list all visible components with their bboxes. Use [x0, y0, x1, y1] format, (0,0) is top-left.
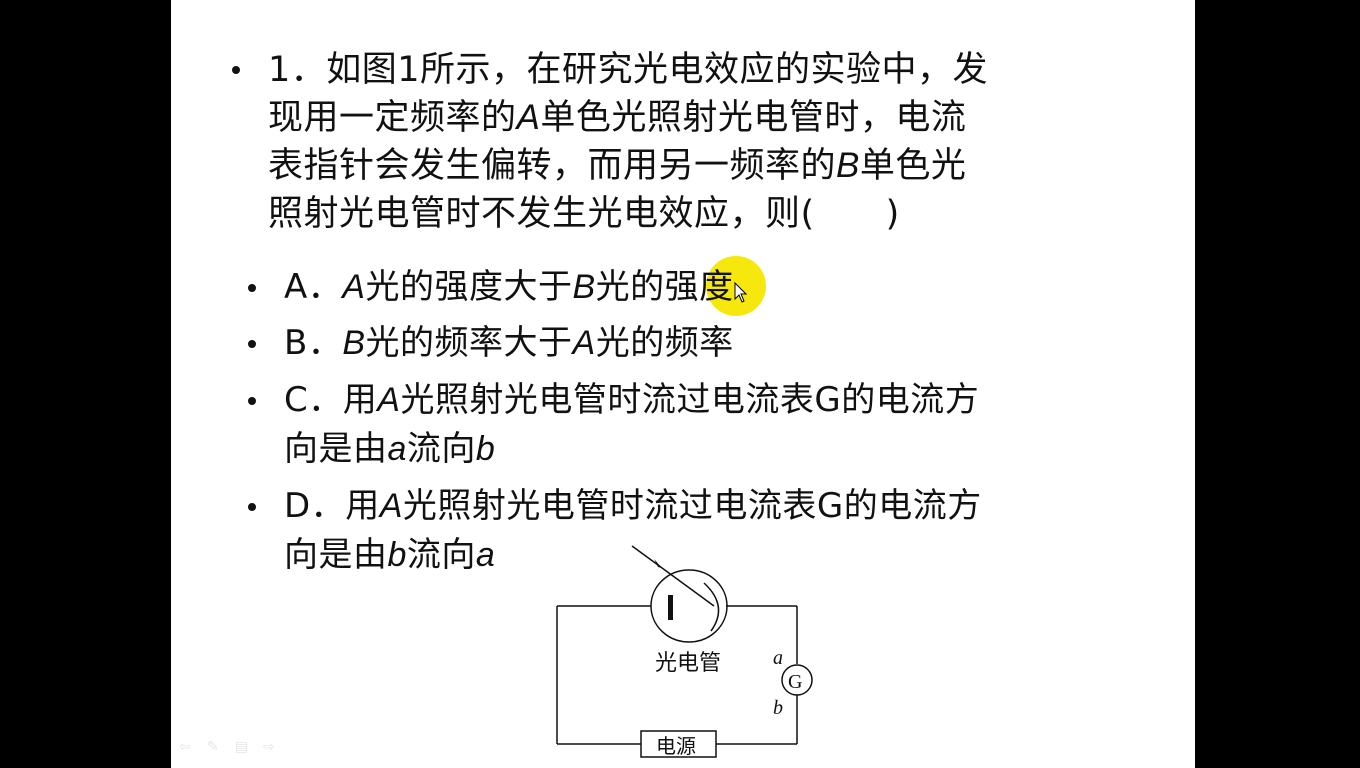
option-b-prefix: B． — [284, 323, 343, 363]
galvanometer-icon — [781, 664, 813, 696]
var: b — [475, 430, 496, 468]
svg-text:电源: 电源 — [656, 734, 696, 758]
option-b[interactable]: B．B光的频率大于A光的频率 — [284, 320, 734, 366]
var: B — [342, 324, 366, 362]
text: 单色光 — [859, 146, 967, 186]
prev-arrow-icon[interactable]: ⇦ — [179, 739, 191, 755]
text: 光的频率大于 — [365, 323, 573, 363]
text: 光的强度 — [595, 267, 734, 307]
option-a-prefix: A． — [284, 267, 343, 307]
slide: 1．如图1所示，在研究光电效应的实验中，发 现用一定频率的A单色光照射光电管时，… — [171, 0, 1195, 768]
bullet-question — [232, 66, 240, 74]
power-source-box — [640, 730, 717, 758]
text: 用 — [345, 486, 380, 526]
text: 光的频率 — [595, 323, 734, 363]
mouse-cursor-icon — [734, 282, 748, 303]
question-line-2: 现用一定频率的A单色光照射光电管时，电流 — [268, 95, 966, 141]
svg-text:G: G — [788, 671, 802, 693]
var-B: B — [836, 146, 860, 185]
text: 流向 — [406, 535, 476, 575]
var: A — [572, 324, 596, 362]
option-c-line-2[interactable]: 向是由a流向b — [284, 426, 495, 472]
option-d-line-2[interactable]: 向是由b流向a — [284, 532, 495, 578]
tube-label: 光电管 — [655, 651, 721, 676]
bullet-option-c — [248, 397, 256, 405]
bullet-option-d — [248, 503, 256, 511]
option-d-line-1[interactable]: D．用A光照射光电管时流过电流表G的电流方 — [284, 483, 982, 529]
option-d-prefix: D． — [284, 486, 346, 526]
text: 现用一定频率的 — [268, 98, 517, 138]
option-a[interactable]: A．A光的强度大于B光的强度 — [284, 264, 734, 310]
text: 表指针会发生偏转，而用另一频率的 — [268, 146, 837, 186]
var: A — [377, 381, 401, 419]
text: 光照射光电管时流过电流表G的电流方 — [402, 486, 982, 526]
question-line-4: 照射光电管时不发生光电效应，则( ) — [268, 194, 900, 234]
phototube-icon — [650, 569, 728, 643]
question-line-3: 表指针会发生偏转，而用另一频率的B单色光 — [268, 143, 966, 189]
var: b — [387, 536, 407, 574]
text: 流向 — [406, 429, 476, 469]
bullet-option-b — [248, 340, 256, 348]
option-c-prefix: C． — [284, 380, 343, 420]
pen-icon[interactable]: ✎ — [207, 739, 219, 755]
svg-text:a: a — [773, 647, 783, 669]
text: 向是由 — [284, 429, 388, 469]
slideshow-nav: ⇦ ✎ ▤ ⇨ — [179, 740, 279, 754]
option-c-line-1[interactable]: C．用A光照射光电管时流过电流表G的电流方 — [284, 377, 979, 423]
var: B — [572, 268, 596, 306]
text: 用 — [342, 380, 378, 420]
circuit-diagram: 光电管 a b G 电源 — [556, 545, 813, 758]
bullet-option-a — [248, 284, 256, 292]
text: 单色光照射光电管时，电流 — [540, 98, 967, 138]
var: A — [379, 487, 403, 525]
text: 光照射光电管时流过电流表G的电流方 — [400, 380, 980, 420]
next-arrow-icon[interactable]: ⇨ — [263, 739, 275, 755]
var: A — [342, 268, 366, 306]
question-line-1: 1．如图1所示，在研究光电效应的实验中，发 — [268, 50, 989, 90]
var-A: A — [516, 98, 541, 137]
menu-icon[interactable]: ▤ — [235, 739, 249, 755]
svg-text:b: b — [773, 697, 783, 719]
text: 光的强度大于 — [365, 267, 573, 307]
var: a — [475, 536, 496, 574]
var: a — [387, 430, 407, 468]
text: 向是由 — [284, 535, 388, 575]
